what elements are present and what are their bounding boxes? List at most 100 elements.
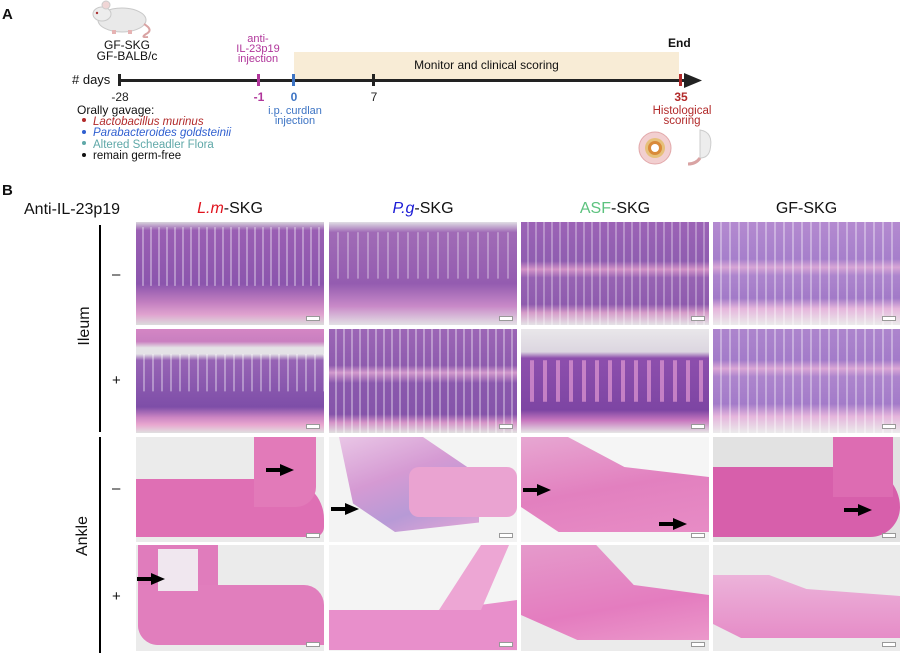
histology-image-ankle-minus-pg [329, 437, 517, 542]
arrow-icon [523, 484, 551, 496]
column-prefix: P.g [392, 200, 415, 217]
tick-day-35 [679, 74, 682, 86]
gavage-legend: Orally gavage: Lactobacillus murinus Par… [77, 103, 232, 163]
gavage-label: Parabacteroides goldsteinii [93, 127, 232, 139]
gavage-label: Altered Scheadler Flora [93, 138, 214, 151]
column-prefix: ASF [579, 200, 611, 217]
scale-bar [499, 642, 513, 647]
histology-image-ileum-plus-gf [713, 329, 900, 433]
column-suffix: -SKG [414, 200, 454, 217]
ileum-group-bar [99, 225, 101, 432]
arrow-icon [659, 518, 687, 530]
mouse-strains: GF-SKG GF-BALB/c [88, 38, 166, 63]
histology-image-ileum-plus-pg [329, 329, 517, 433]
sign-ileum-plus: + [112, 372, 121, 389]
gavage-label: remain germ-free [93, 150, 182, 162]
tick-day-minus1 [257, 74, 260, 86]
panel-a-letter: A [2, 6, 13, 23]
histology-image-ileum-minus-lm [136, 222, 324, 325]
scale-bar [691, 316, 705, 321]
sign-ileum-minus: – [112, 266, 121, 283]
arrow-icon [844, 504, 872, 516]
gavage-item-germ-free: remain germ-free [77, 150, 231, 163]
tick-day-0 [292, 74, 295, 86]
scale-bar [306, 642, 320, 647]
axis-label: # days [72, 72, 111, 87]
gavage-item-lactobacillus: Lactobacillus murinus [77, 115, 231, 129]
column-suffix: -SKG [798, 200, 838, 217]
histology-image-ileum-plus-asf [521, 329, 709, 433]
arrow-icon [331, 503, 359, 515]
histology-image-ankle-plus-asf [521, 545, 709, 651]
anti-il23p19-injection-label: anti- IL-23p19 injection [228, 33, 288, 65]
column-prefix: GF [775, 200, 799, 217]
histology-image-ankle-plus-lm [136, 545, 324, 651]
scale-bar [691, 533, 705, 538]
scale-bar [499, 316, 513, 321]
mouse-icon [92, 0, 151, 38]
intestine-cross-section-icon [638, 131, 672, 165]
strain-gf-balbc: GF-BALB/c [96, 49, 158, 63]
histology-image-ileum-minus-gf [713, 222, 900, 325]
scale-bar [691, 642, 705, 647]
bullet-icon [82, 118, 86, 123]
gavage-title: Orally gavage: [77, 103, 155, 117]
anti-label-line: IL-23p19 [236, 43, 280, 55]
column-prefix: L.m [197, 200, 224, 217]
tick-day-7 [372, 74, 375, 86]
tick-label-35: 35 [674, 90, 688, 104]
gavage-label: Lactobacillus murinus [93, 115, 204, 128]
strain-gf-skg: GF-SKG [103, 38, 150, 52]
mouse-paw-icon [687, 129, 712, 166]
monitor-period-box [294, 52, 679, 79]
treatment-label: Anti-IL-23p19 [24, 201, 121, 218]
column-suffix: -SKG [223, 200, 263, 217]
histology-image-ankle-plus-gf [713, 545, 900, 651]
histo-label-line: Histological [652, 105, 712, 117]
histology-image-ankle-plus-pg [329, 545, 517, 651]
histology-image-ileum-plus-lm [136, 329, 324, 433]
scale-bar [306, 533, 320, 538]
curdlan-injection-label: i.p. curdlan injection [262, 105, 328, 127]
scale-bar [882, 533, 896, 538]
scale-bar [306, 424, 320, 429]
tick-label-minus28: -28 [111, 90, 129, 104]
bullet-icon [82, 129, 86, 134]
curdlan-label-line: i.p. curdlan [268, 105, 322, 117]
column-header-pg-skg: P.g-SKG [329, 200, 517, 218]
scale-bar [306, 316, 320, 321]
row-group-ankle: Ankle [74, 515, 91, 557]
bullet-icon [82, 152, 86, 157]
anti-label-line: injection [237, 53, 279, 65]
scale-bar [499, 424, 513, 429]
tick-label-0: 0 [290, 90, 298, 104]
scale-bar [882, 424, 896, 429]
histology-image-ankle-minus-lm [136, 437, 324, 542]
sign-ankle-plus: + [112, 588, 121, 605]
tick-label-minus1: -1 [253, 90, 265, 104]
scale-bar [691, 424, 705, 429]
gavage-item-parabacteroides: Parabacteroides goldsteinii [77, 127, 232, 140]
scale-bar [882, 316, 896, 321]
column-suffix: -SKG [611, 200, 651, 217]
histology-image-ankle-minus-asf [521, 437, 709, 542]
arrow-icon [137, 573, 165, 585]
scale-bar [499, 533, 513, 538]
column-header-asf-skg: ASF-SKG [521, 200, 709, 218]
arrow-icon [266, 464, 294, 476]
bullet-icon [82, 141, 86, 146]
histo-label-line: scoring [663, 115, 701, 127]
histology-image-ileum-minus-pg [329, 222, 517, 325]
tick-label-7: 7 [370, 90, 378, 104]
ankle-group-bar [99, 437, 101, 653]
panel-b-letter: B [2, 182, 13, 199]
column-header-lm-skg: L.m-SKG [136, 200, 324, 218]
anti-label-line: anti- [247, 33, 269, 45]
column-header-gf-skg: GF-SKG [713, 200, 900, 218]
end-label: End [668, 36, 691, 50]
scale-bar [882, 642, 896, 647]
monitor-label: Monitor and clinical scoring [414, 58, 559, 72]
curdlan-label-line: injection [274, 115, 316, 127]
histology-image-ileum-minus-asf [521, 222, 709, 325]
timeline-axis [119, 79, 687, 82]
